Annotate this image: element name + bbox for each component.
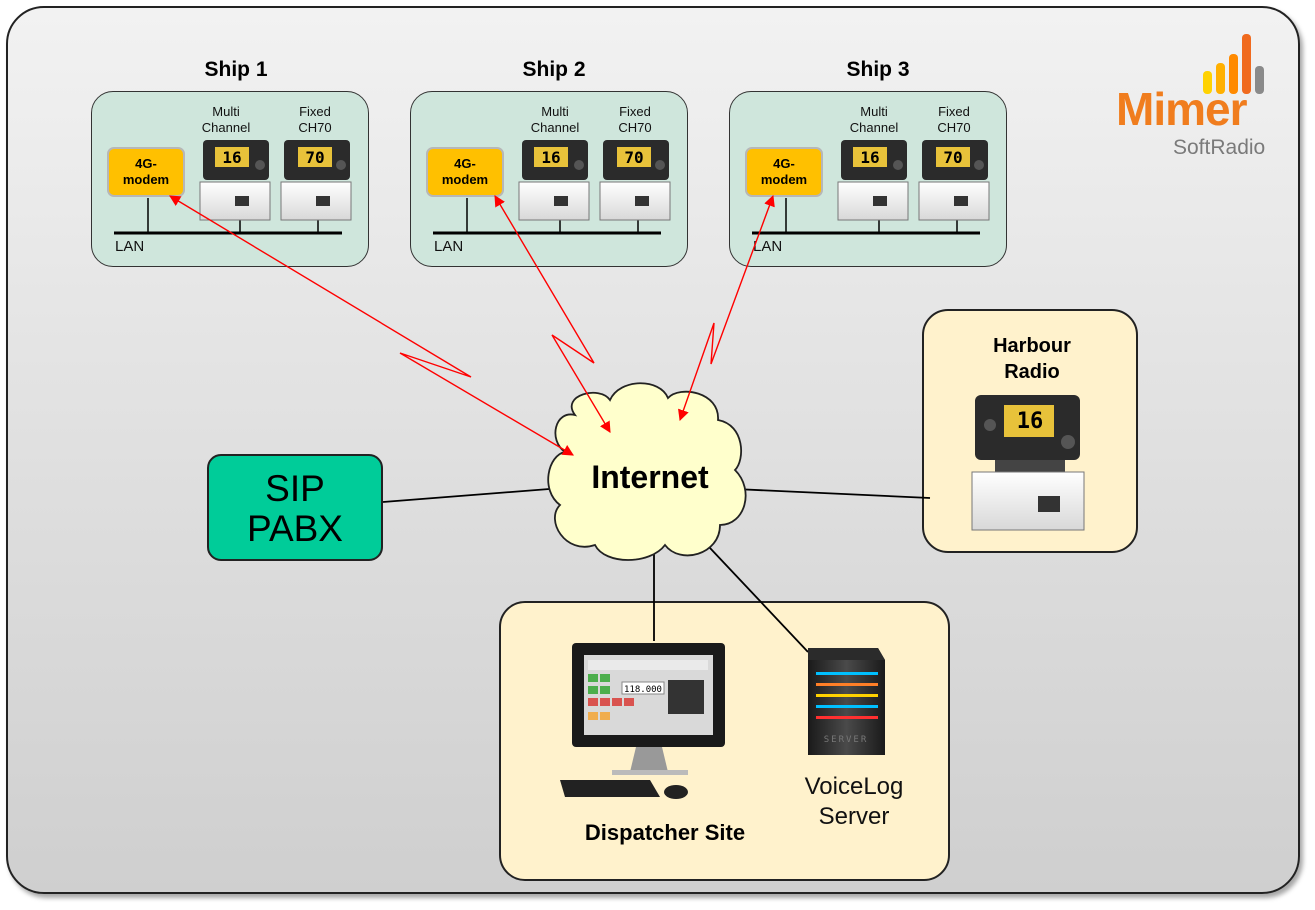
logo-brand: Mimer [1116,83,1247,135]
ship-3-lan [752,198,980,235]
ship-1-radio1-display: 16 [222,148,241,167]
modem-label: 4G- [773,156,795,171]
link-internet-harbour [734,488,931,499]
ship-2-radio1-display: 16 [541,148,560,167]
dispatcher-site-label: Dispatcher Site [584,820,746,845]
voicelog-server-icon [808,648,885,755]
ship-1-title: Ship 1 [204,58,268,81]
ship-3-radio1-display: 16 [860,148,879,167]
modem-label: modem [122,172,170,187]
dispatcher-screen-frequency: 118.000 [624,685,662,695]
link-sip-internet [382,487,563,503]
harbour-radio-display: 16 [1017,409,1044,434]
mimer-logo-bars [1203,34,1264,94]
ship-2-radio2-display: 70 [624,148,643,167]
ship-1-modem: 4G-modem [107,147,185,197]
wireless-link-ship-1 [169,195,574,456]
modem-label: modem [760,172,808,187]
ship-2-title: Ship 2 [522,58,586,81]
wireless-link-ship-3 [678,194,775,422]
logo-product: SoftRadio [1173,136,1266,159]
modem-label: modem [441,172,489,187]
ship-3-radio-fixed [918,140,990,221]
internet-label: Internet [591,459,709,495]
modem-label: 4G- [135,156,157,171]
ship-1-radio2-display: 70 [305,148,324,167]
sip-label: SIP [265,468,325,509]
link-internet-voicelog [709,547,809,653]
ship-2-modem: 4G-modem [426,147,504,197]
ship-1-lan-label: LAN [115,238,145,255]
pabx-label: PABX [247,508,343,549]
ship-3-radio2-display: 70 [943,148,962,167]
sip-pabx-box: SIP PABX [207,454,383,561]
modem-label: 4G- [454,156,476,171]
harbour-radio-device [971,395,1085,531]
ship-3-radio-multichannel [837,140,909,221]
voicelog-server-text: SERVER [824,735,869,745]
ship-3-modem: 4G-modem [745,147,823,197]
wireless-link-ship-2 [494,195,611,433]
ship-3-title: Ship 3 [846,58,910,81]
dispatcher-computer [560,643,725,799]
